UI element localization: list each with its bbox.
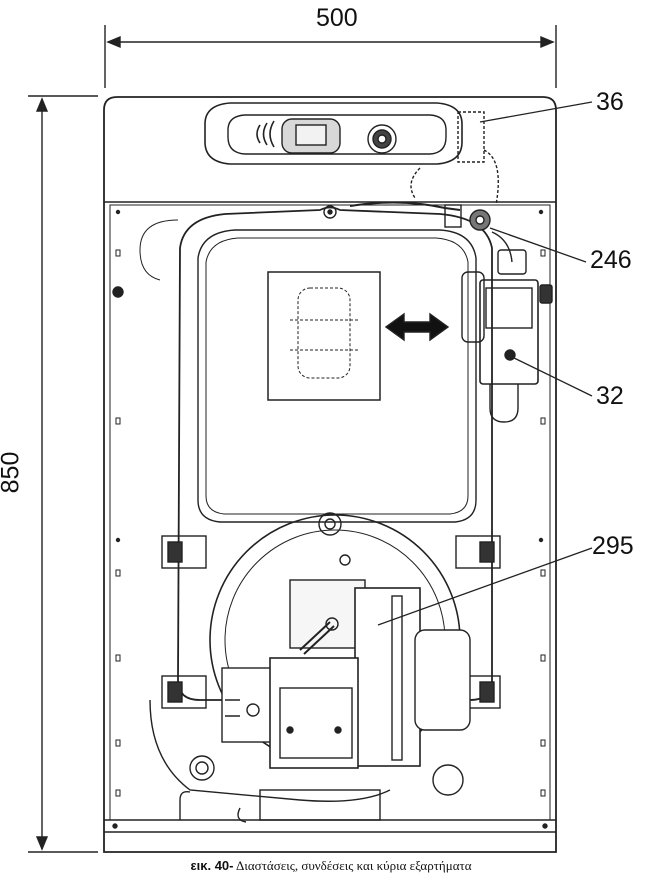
callout-36-label: 36 — [596, 88, 624, 116]
inspection-window — [267, 271, 381, 401]
component-32-pump — [461, 271, 553, 423]
height-dimension-line — [28, 95, 98, 853]
figure-caption: εικ. 40- Διαστάσεις, συνδέσεις και κύρια… — [0, 858, 662, 874]
height-dimension-label: 850 — [0, 451, 25, 494]
caption-prefix: εικ. 40- — [190, 858, 234, 873]
width-dimension-line — [104, 25, 557, 88]
component-36-gauge — [410, 111, 499, 206]
callout-leader-lines — [377, 101, 593, 626]
callout-246-label: 246 — [590, 246, 632, 274]
double-arrow — [384, 312, 450, 342]
mounting-brackets — [161, 535, 501, 709]
boiler-base — [149, 699, 464, 823]
callout-32-label: 32 — [596, 382, 624, 410]
width-dimension-label: 500 — [316, 4, 358, 32]
component-295-burner — [209, 514, 471, 769]
caption-text: Διαστάσεις, συνδέσεις και κύρια εξαρτήμα… — [233, 858, 472, 873]
component-246-valve — [349, 201, 527, 275]
callout-295-label: 295 — [592, 532, 634, 560]
control-panel — [204, 102, 463, 165]
